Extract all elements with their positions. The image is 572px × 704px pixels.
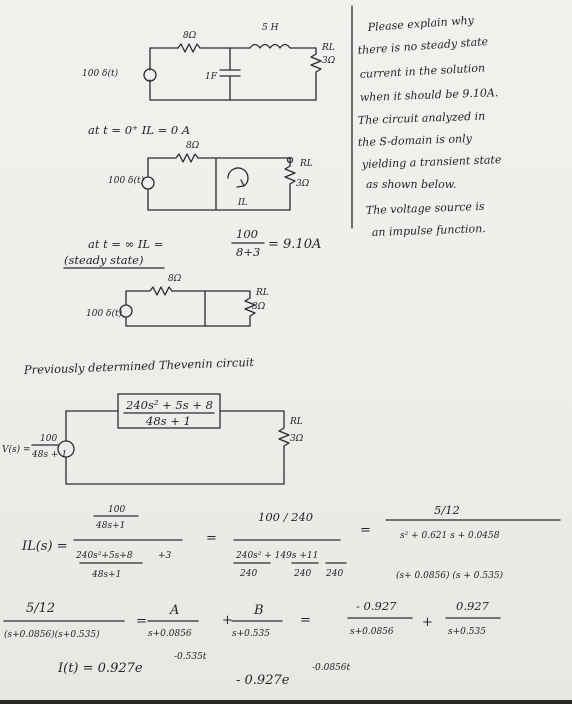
t0-top-wire	[147, 153, 291, 177]
thevenin-load-value: 3Ω	[290, 434, 304, 444]
note-line-6: the S-domain is only	[358, 132, 473, 149]
thevenin-source-symbol	[57, 440, 75, 458]
load-value: 3Ω	[322, 56, 336, 66]
eq1-mid-num: 100 / 240	[258, 510, 313, 524]
note-line-5: The circuit analyzed in	[358, 110, 486, 127]
thevenin-wire	[65, 410, 290, 485]
capacitor-label: 1F	[205, 72, 218, 82]
circuit-original: 8Ω 5 H 100 δ(t) 1F RL 3Ω	[82, 23, 336, 101]
note-line-4: when it should be 9.10A.	[360, 86, 499, 104]
note-line-2: there is no steady state	[357, 35, 489, 57]
t0-load-name: RL	[299, 159, 313, 169]
tinf-top-wire	[125, 286, 251, 305]
eq2-c2: 0.927	[456, 599, 490, 613]
circuit-t0: at t = 0⁺ IL = 0 A 8Ω 100 δ(t) IL RL 3Ω	[88, 123, 313, 211]
eq1-d1: 240s²+5s+8	[75, 551, 133, 561]
tinf-subtitle: (steady state)	[64, 253, 143, 267]
tinf-resistor-label: 8Ω	[168, 274, 182, 284]
t0-current-loop	[227, 167, 249, 188]
note-line-7: yielding a transient state	[361, 153, 502, 171]
eq1-mid-den-c: 240	[325, 569, 343, 579]
top-wire-with-resistor	[149, 43, 251, 71]
t0-current-label: IL	[237, 198, 248, 208]
eq1-right-factored: (s+ 0.0856) (s + 0.535)	[396, 570, 504, 581]
eq3-exp2: -0.0856t	[312, 663, 351, 673]
eq1-right-num: 5/12	[434, 503, 460, 517]
note-line-9: The voltage source is	[366, 200, 485, 217]
thevenin-load-name: RL	[289, 417, 303, 427]
eq2-eq: =	[136, 614, 147, 629]
z-den: 48s + 1	[145, 414, 191, 428]
eq1-mid-den-b: 240	[293, 569, 311, 579]
eq2-A-den: s+0.0856	[148, 629, 192, 639]
z-num: 240s² + 5s + 8	[125, 398, 213, 412]
question-note: Please explain why there is no steady st…	[357, 14, 502, 239]
eq1-mid-den-a: 240	[239, 569, 257, 579]
tinf-load-name: RL	[255, 288, 269, 298]
tinf-line: at t = ∞ IL =	[88, 237, 163, 251]
eq2-B: B	[253, 603, 264, 618]
eq2-plus: +	[222, 613, 233, 628]
equation-current-s: IL(s) = 100 48s+1 240s²+5s+8 +3 48s+1 = …	[21, 503, 561, 581]
thevenin-block: Previously determined Thevenin circuit 2…	[2, 355, 304, 485]
eq1-right-den: s² + 0.621 s + 0.0458	[400, 531, 500, 541]
eq2-num: 5/12	[26, 601, 55, 616]
eq1-mid-den: 240s² + 149s +11	[235, 551, 318, 561]
t0-heading: at t = 0⁺ IL = 0 A	[88, 123, 190, 137]
eq2-A: A	[169, 603, 179, 618]
t0-load-wire	[147, 165, 296, 211]
source-label: 100 δ(t)	[82, 68, 119, 79]
thevenin-title: Previously determined Thevenin circuit	[23, 355, 255, 377]
tinf-source-symbol	[119, 304, 133, 318]
eq3-mid: - 0.927e	[236, 673, 290, 688]
eq2-den: (s+0.0856)(s+0.535)	[4, 629, 100, 640]
eq3-exp1: -0.535t	[174, 652, 207, 662]
tinf-result: = 9.10A	[268, 237, 321, 252]
tinf-source-label: 100 δ(t)	[86, 308, 123, 319]
note-line-3: current in the solution	[359, 61, 485, 81]
eq2-c1: - 0.927	[356, 599, 397, 613]
note-line-10: an impulse function.	[372, 222, 486, 239]
t0-load-value: 3Ω	[296, 179, 310, 189]
v-num: 100	[40, 434, 57, 444]
inductor-symbol	[249, 43, 317, 55]
equation-time-domain: I(t) = 0.927e -0.535t - 0.927e -0.0856t	[57, 652, 351, 688]
t0-source-symbol	[141, 176, 155, 190]
eq1-n1: 100	[108, 505, 125, 515]
v-den: 48s + 1	[31, 450, 67, 460]
eq1-eq: =	[206, 531, 217, 546]
t0-source-label: 100 δ(t)	[108, 175, 145, 186]
tinf-load-wire	[125, 297, 256, 327]
inductor-label: 5 H	[262, 23, 279, 33]
note-line-1: Please explain why	[366, 14, 475, 35]
eq1-lhs: IL(s) =	[21, 539, 68, 554]
eq1-d1b: +3	[158, 551, 172, 561]
note-line-8: as shown below.	[366, 178, 456, 191]
eq1-n2: 48s+1	[95, 521, 125, 531]
eq3-lhs: I(t) = 0.927e	[57, 661, 143, 676]
eq2-c2-den: s+0.535	[448, 627, 486, 637]
voltage-source-symbol	[143, 68, 157, 82]
capacitor-symbol	[219, 47, 241, 101]
eq1-eq2: =	[360, 523, 371, 538]
eq2-c1-den: s+0.0856	[350, 627, 394, 637]
eq1-d2: 48s+1	[91, 570, 121, 580]
eq2-eq2: =	[300, 613, 311, 628]
equation-partial-fractions: 5/12 (s+0.0856)(s+0.535) = A s+0.0856 + …	[3, 599, 501, 640]
v-label: V(s) =	[2, 444, 31, 455]
eq2-B-den: s+0.535	[232, 629, 270, 639]
tinf-num: 100	[236, 227, 258, 241]
tinf-load-value: 3Ω	[252, 302, 266, 312]
resistor-8-label: 8Ω	[183, 31, 197, 41]
load-resistor-wire	[149, 53, 322, 101]
steady-state-block: at t = ∞ IL = 100 8+3 = 9.10A (steady st…	[63, 227, 321, 327]
load-name: RL	[321, 43, 335, 53]
eq2-plus2: +	[422, 615, 433, 630]
tinf-den: 8+3	[236, 245, 260, 259]
t0-resistor-label: 8Ω	[186, 141, 200, 151]
